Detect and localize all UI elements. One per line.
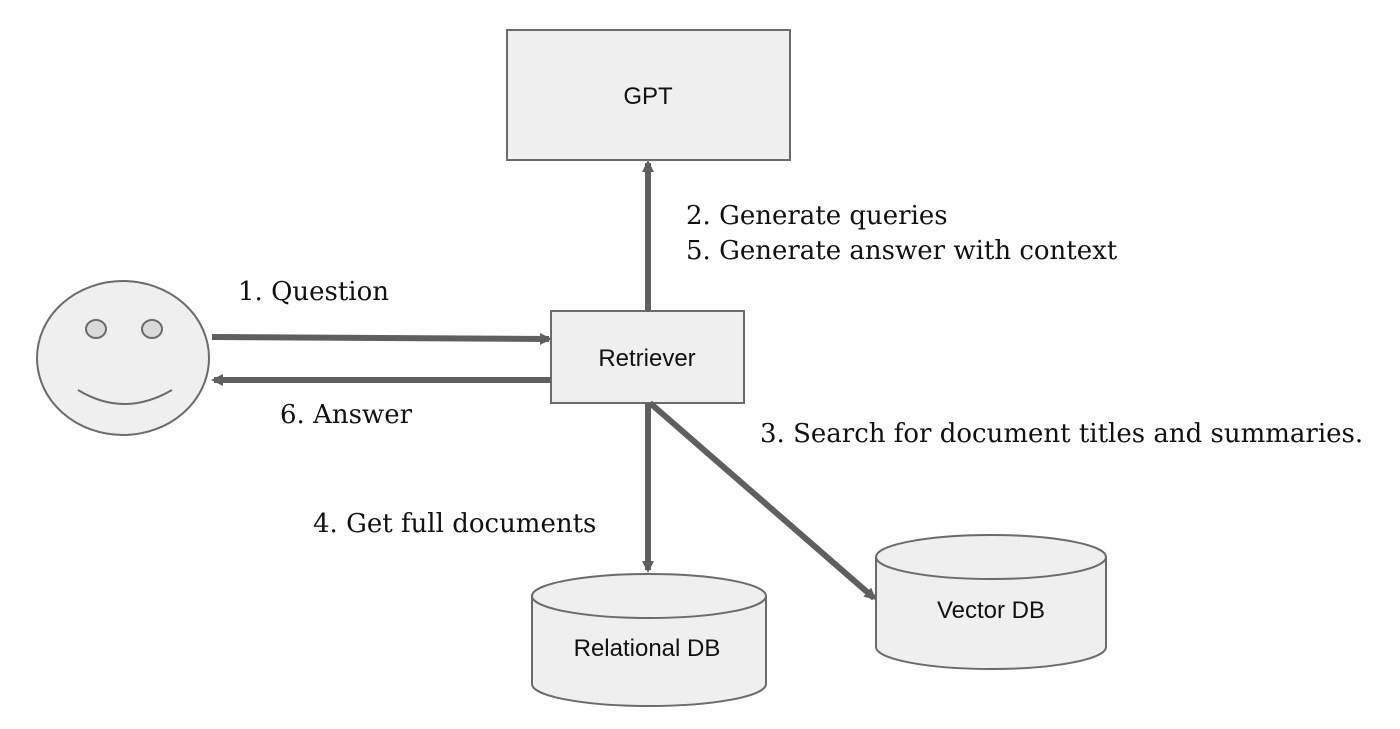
get-full-documents-label: 4. Get full documents xyxy=(313,509,596,539)
answer-label: 6. Answer xyxy=(280,400,413,430)
vector-db-label: Vector DB xyxy=(937,597,1045,624)
relational-db-label: Relational DB xyxy=(574,635,721,662)
search-label: 3. Search for document titles and summar… xyxy=(760,419,1363,449)
arrow-to-vector-db xyxy=(648,400,877,601)
gpt-label: GPT xyxy=(623,83,673,110)
relational-db-node: Relational DB xyxy=(531,573,767,707)
smiley-face-icon xyxy=(36,280,210,436)
arrow-question xyxy=(211,332,552,345)
gpt-node: GPT xyxy=(506,29,791,161)
generate-answer-label: 5. Generate answer with context xyxy=(686,236,1118,266)
retriever-node: Retriever xyxy=(550,310,745,404)
generate-queries-label: 2. Generate queries xyxy=(686,201,948,231)
retriever-label: Retriever xyxy=(598,345,695,372)
question-label: 1. Question xyxy=(238,277,389,307)
vector-db-node: Vector DB xyxy=(875,534,1107,670)
